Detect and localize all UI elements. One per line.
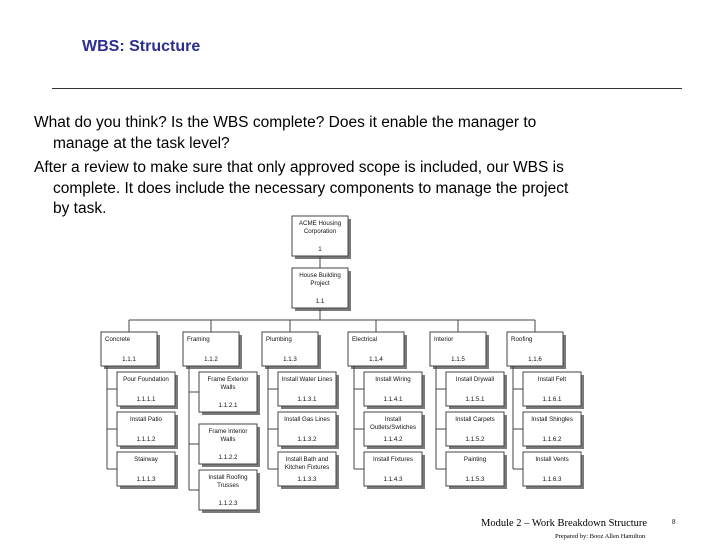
wbs-column-box-label: Roofing [511, 336, 533, 343]
wbs-task-box-code: 1.1.2.3 [219, 500, 238, 507]
wbs-task-box-label: Stairway [134, 456, 159, 463]
question-paragraph: What do you think? Is the WBS complete? … [34, 113, 694, 154]
wbs-column-box-code: 1.1.1 [122, 356, 136, 363]
wbs-task-box-code: 1.1.5.1 [466, 396, 485, 403]
wbs-column-box [261, 331, 319, 367]
wbs-column-box-label: Interior [434, 336, 453, 343]
wbs-task-box-code: 1.1.5.2 [466, 436, 485, 443]
wbs-task-box-label: Walls [221, 436, 236, 443]
wbs-task-box-label: Install Shingles [531, 416, 573, 423]
wbs-task-box [277, 451, 337, 487]
wbs-task-box [445, 371, 505, 407]
wbs-column-box [506, 331, 564, 367]
wbs-column-box [100, 331, 158, 367]
wbs-task-box-label: Install Water Lines [282, 376, 333, 383]
wbs-task-box-label: Trusses [217, 482, 239, 489]
question-line-1: What do you think? Is the WBS complete? … [34, 114, 537, 131]
wbs-task-box-label: Frame Interior [209, 428, 248, 435]
wbs-task-box-label: Install Gas Lines [284, 416, 330, 423]
wbs-task-box-code: 1.1.3.3 [298, 476, 317, 483]
wbs-task-box [198, 371, 258, 413]
wbs-task-box-label: Frame Exterior [208, 376, 249, 383]
wbs-task-box [363, 371, 423, 407]
footer-page-number: 8 [672, 518, 676, 526]
wbs-task-box [522, 451, 582, 487]
wbs-project-box-label: House Building [299, 272, 341, 279]
wbs-project-box-label: Project [310, 280, 330, 287]
wbs-column-box-label: Concrete [105, 336, 131, 343]
footer-prepared-by: Prepared by: Booz Allen Hamilton [555, 533, 646, 540]
wbs-project-box [291, 267, 349, 309]
wbs-column-box-label: Electrical [352, 336, 377, 343]
wbs-task-box-code: 1.1.1.2 [137, 436, 156, 443]
wbs-column-box-code: 1.1.6 [528, 356, 542, 363]
wbs-task-box-code: 1.1.1.1 [137, 396, 156, 403]
wbs-task-box [198, 469, 258, 511]
answer-paragraph: After a review to make sure that only ap… [34, 158, 694, 220]
wbs-task-box-label: Pour Foundation [123, 376, 169, 383]
slide-title: WBS: Structure [82, 38, 201, 55]
wbs-task-box-code: 1.1.2.2 [219, 454, 238, 461]
wbs-task-box-code: 1.1.3.1 [298, 396, 317, 403]
wbs-task-box-label: Walls [221, 384, 236, 391]
answer-line-2: complete. It does include the necessary … [53, 179, 569, 197]
wbs-task-box-label: Install Wiring [375, 376, 411, 383]
wbs-task-box-label: Install Bath and [286, 456, 329, 463]
wbs-root-box-code: 1 [318, 246, 322, 253]
wbs-column-box-code: 1.1.2 [204, 356, 218, 363]
wbs-task-box-code: 1.1.2.1 [219, 402, 238, 409]
wbs-task-box-code: 1.1.4.1 [384, 396, 403, 403]
wbs-task-box [277, 411, 337, 447]
wbs-column-box-code: 1.1.3 [283, 356, 297, 363]
wbs-task-box-label: Install [385, 416, 401, 423]
wbs-task-box [363, 451, 423, 487]
wbs-task-box-label: Install Felt [538, 376, 566, 383]
footer-module-title: Module 2 – Work Breakdown Structure [481, 518, 648, 529]
wbs-column-box [347, 331, 405, 367]
wbs-column-box-label: Framing [187, 336, 210, 343]
wbs-task-box-label: Install Patio [130, 416, 163, 423]
wbs-task-box [277, 371, 337, 407]
wbs-task-box [445, 451, 505, 487]
answer-line-1: After a review to make sure that only ap… [34, 159, 564, 176]
wbs-task-box-label: Install Vents [535, 456, 568, 463]
wbs-task-box [198, 423, 258, 465]
question-line-2: manage at the task level? [53, 134, 230, 152]
wbs-column-box [429, 331, 487, 367]
wbs-task-box-label: Install Roofing [208, 474, 248, 481]
wbs-task-box-label: Install Fixtures [373, 456, 413, 463]
wbs-task-box [363, 411, 423, 447]
wbs-column-box-code: 1.1.4 [369, 356, 383, 363]
wbs-task-box-code: 1.1.6.1 [543, 396, 562, 403]
wbs-task-box [522, 371, 582, 407]
wbs-task-box-label: Kitchen Fixtures [285, 464, 329, 471]
wbs-project-box-code: 1.1 [316, 298, 325, 305]
wbs-task-box-code: 1.1.4.2 [384, 436, 403, 443]
answer-line-3: by task. [53, 200, 107, 217]
wbs-task-box-code: 1.1.6.2 [543, 436, 562, 443]
wbs-task-box-code: 1.1.6.3 [543, 476, 562, 483]
wbs-task-box-label: Painting [464, 456, 487, 463]
wbs-task-box-code: 1.1.3.2 [298, 436, 317, 443]
wbs-column-box-code: 1.1.5 [451, 356, 465, 363]
wbs-column-box-label: Plumbing [266, 336, 292, 343]
wbs-task-box-label: Install Drywall [456, 376, 494, 383]
title-divider [52, 88, 682, 89]
wbs-task-box [522, 411, 582, 447]
wbs-task-box [116, 411, 176, 447]
wbs-task-box [116, 451, 176, 487]
wbs-column-box [182, 331, 240, 367]
wbs-root-box-label: ACME Housing [299, 220, 342, 227]
wbs-task-box [445, 411, 505, 447]
wbs-task-box-code: 1.1.5.3 [466, 476, 485, 483]
wbs-task-box-label: Outlets/Swtiches [370, 424, 416, 431]
wbs-task-box [116, 371, 176, 407]
wbs-task-box-label: Install Carpets [455, 416, 495, 423]
wbs-root-box-label: Corporation [304, 228, 337, 235]
wbs-task-box-code: 1.1.1.3 [137, 476, 156, 483]
wbs-task-box-code: 1.1.4.3 [384, 476, 403, 483]
